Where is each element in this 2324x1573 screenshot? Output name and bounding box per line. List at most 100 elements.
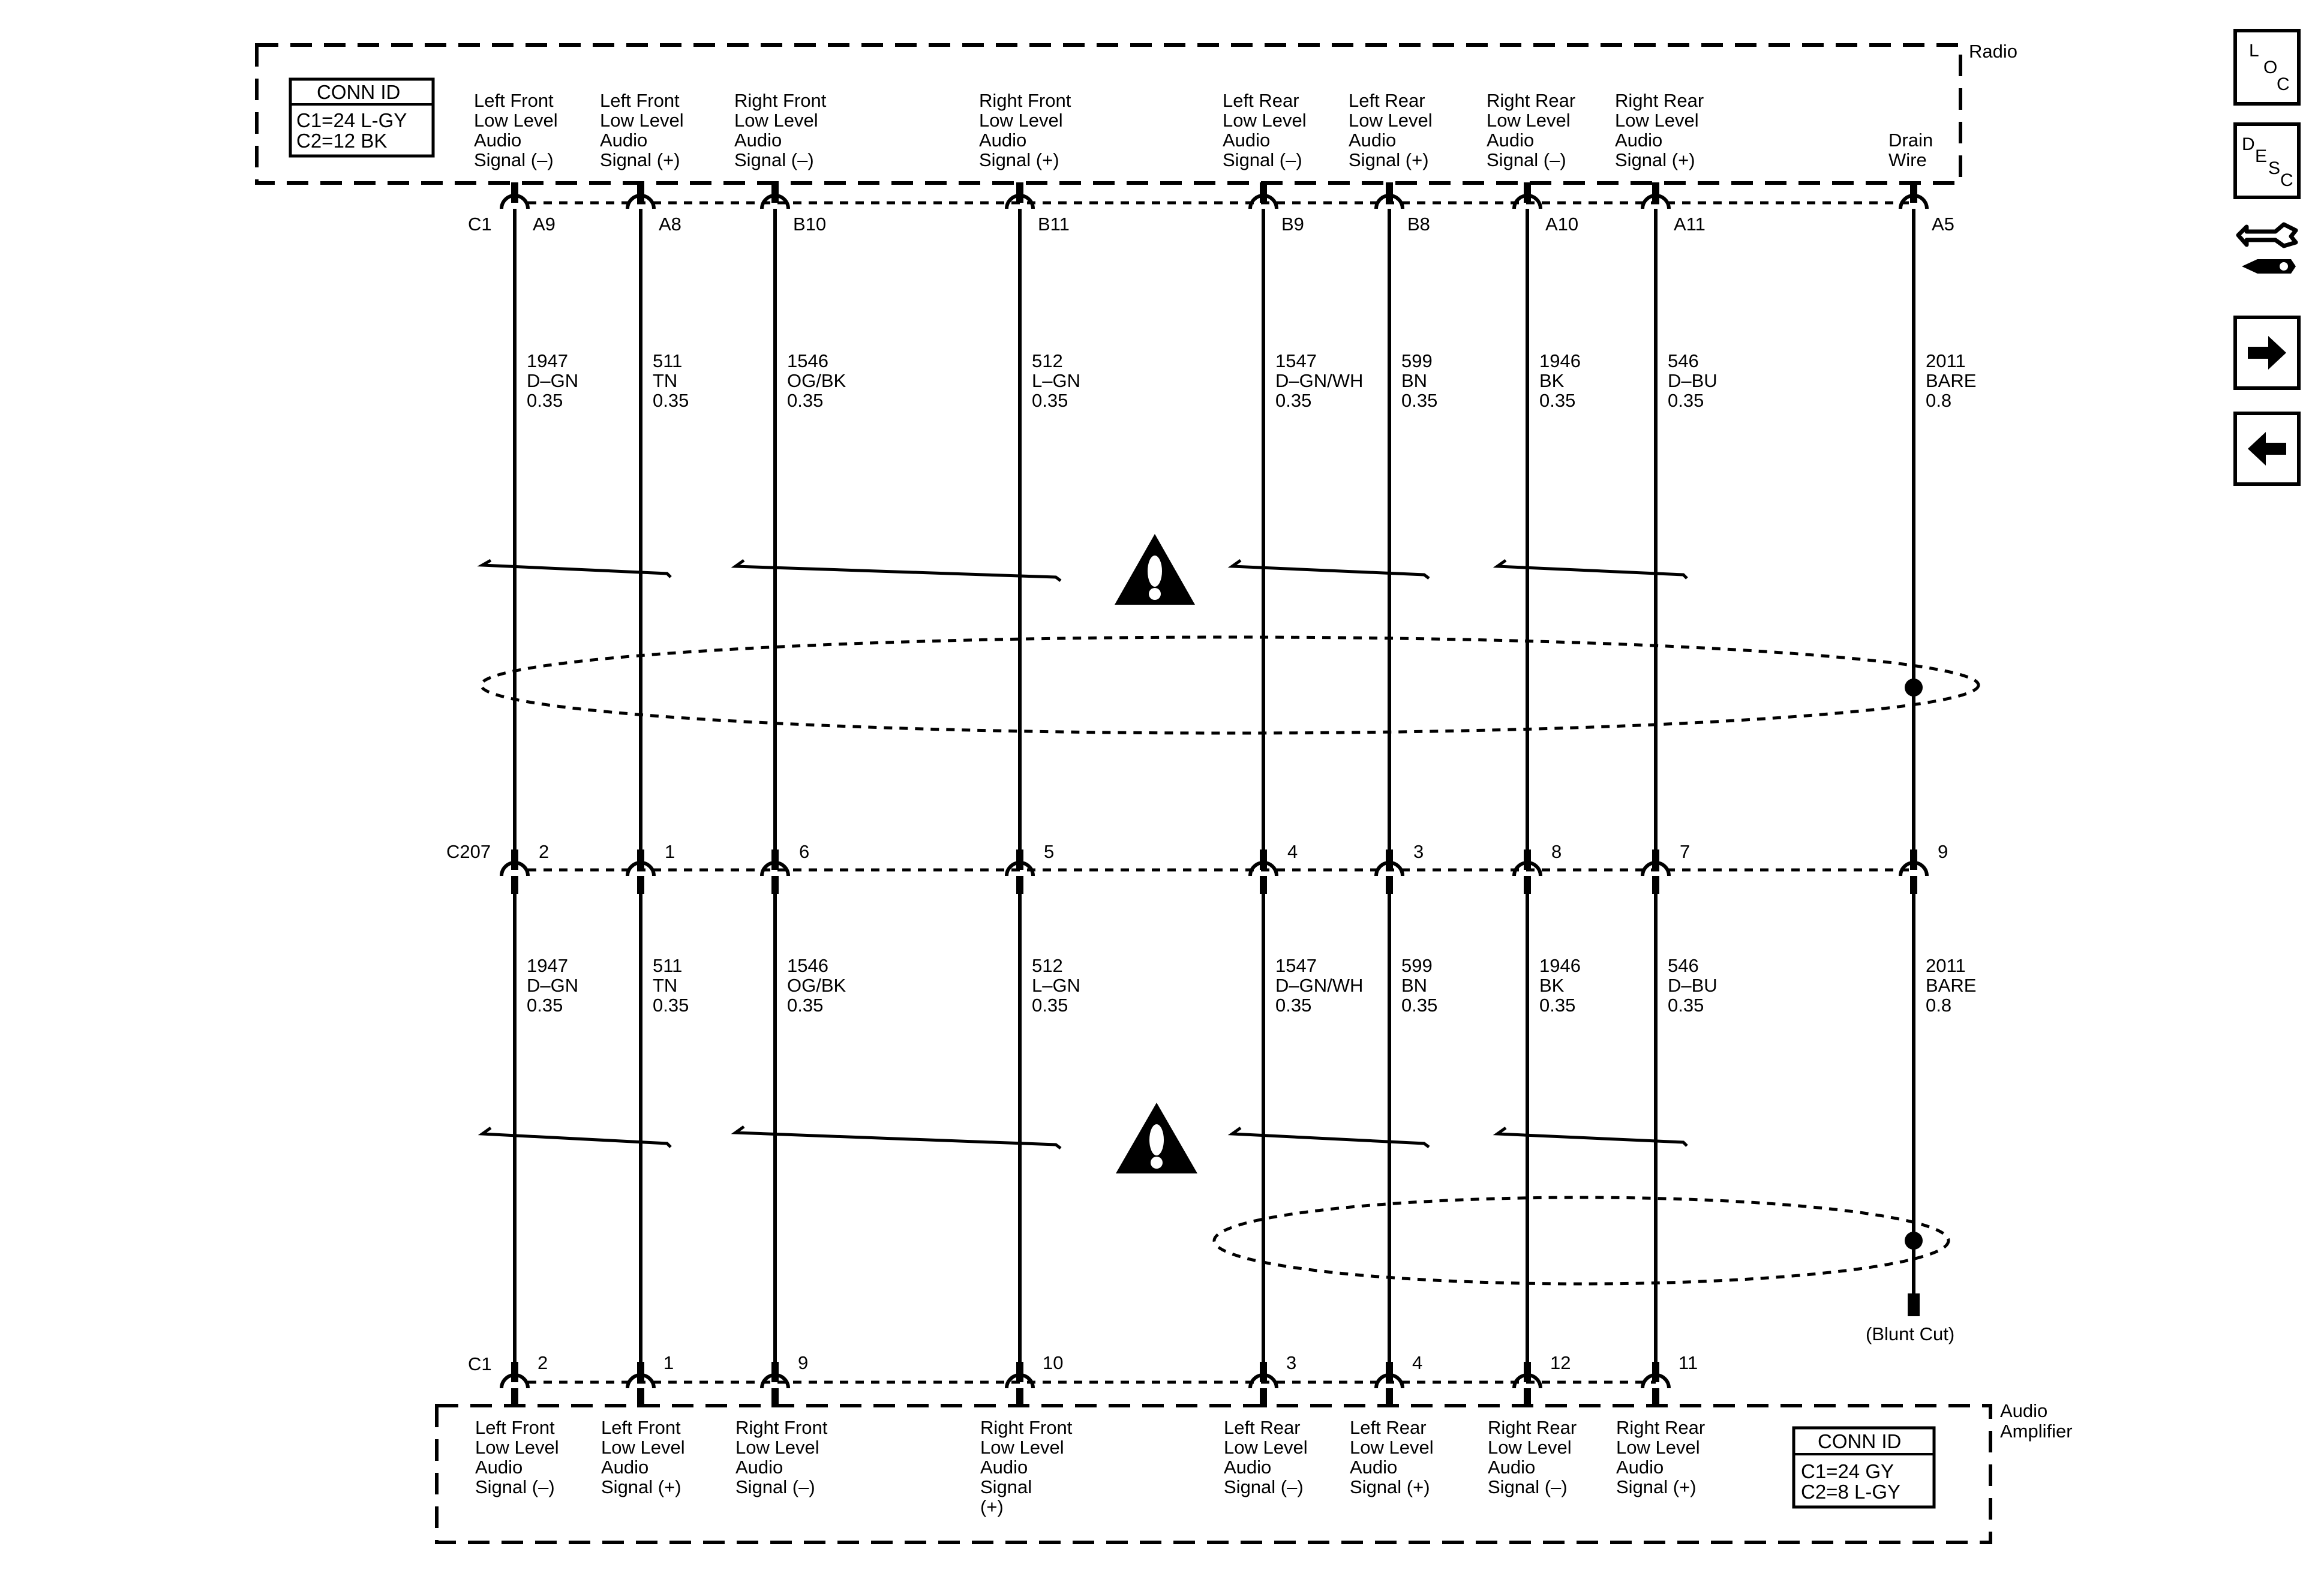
radio-title: Radio — [1969, 41, 2017, 62]
next-button[interactable] — [2233, 316, 2301, 390]
c207-stub — [771, 876, 779, 894]
wire-gauge: 0.35 — [1668, 390, 1704, 411]
amplifier-func-label: Audio — [475, 1457, 523, 1478]
wire-gauge: 0.35 — [527, 995, 563, 1016]
c207-stub — [1910, 876, 1917, 894]
radio-func-label: Signal (–) — [1487, 149, 1566, 170]
radio-func-label: Audio — [1223, 130, 1270, 151]
loc-letter-c: C — [2277, 74, 2290, 94]
wire-gauge: 0.35 — [653, 995, 689, 1016]
amplifier-terminal-pin — [1260, 1362, 1267, 1382]
wire-circuit-number: 599 — [1401, 955, 1433, 976]
radio-conn-id-heading: CONN ID — [317, 81, 400, 103]
radio-func-label: Low Level — [1487, 110, 1571, 131]
wire-circuit-number: 2011 — [1926, 350, 1966, 371]
amplifier-terminal-pin — [1524, 1362, 1531, 1382]
radio-func-label: Low Level — [979, 110, 1063, 131]
c207-terminal-pin — [1386, 849, 1393, 870]
amplifier-func-label: Left Front — [475, 1417, 555, 1438]
amplifier-pin-label: 1 — [663, 1352, 674, 1373]
amplifier-func-label: Low Level — [1350, 1437, 1434, 1458]
radio-func-label: Right Rear — [1487, 90, 1575, 111]
wire-gauge: 0.35 — [1401, 390, 1437, 411]
amplifier-func-label: Signal (–) — [1488, 1476, 1568, 1497]
radio-conn-id-line-1: C1=24 L-GY — [296, 109, 407, 131]
amplifier-terminal-pin — [771, 1362, 779, 1382]
c207-terminal-pin — [511, 849, 518, 870]
wire-gauge: 0.35 — [1275, 390, 1311, 411]
wire-color: D–BU — [1668, 370, 1718, 391]
amplifier-func-label: Audio — [1224, 1457, 1271, 1478]
c207-terminal-pin — [1652, 849, 1659, 870]
shield-ellipse-upper — [479, 635, 1980, 735]
arrow-right-icon — [2248, 336, 2286, 370]
amplifier-func-label: Left Rear — [1350, 1417, 1427, 1438]
wire-circuit-number: 2011 — [1926, 955, 1966, 976]
radio-func-label: Signal (+) — [1349, 149, 1429, 170]
amplifier-conn-id-line-2: C2=8 L-GY — [1801, 1481, 1900, 1503]
c207-pin-label: 5 — [1044, 841, 1054, 862]
amplifier-box — [435, 1404, 1992, 1544]
amplifier-func-label: Left Rear — [1224, 1417, 1301, 1438]
radio-func-label: Audio — [1615, 130, 1662, 151]
radio-terminal-pin — [1260, 182, 1267, 203]
desc-button[interactable]: D E S C — [2233, 122, 2301, 199]
radio-terminal-pin — [1524, 182, 1531, 203]
radio-func-label: Right Rear — [1615, 90, 1704, 111]
wire-gauge: 0.35 — [1032, 995, 1068, 1016]
prev-button[interactable] — [2233, 412, 2301, 486]
radio-func-label: Audio — [1349, 130, 1396, 151]
amplifier-func-label: Signal — [980, 1476, 1032, 1497]
wire-circuit-number: 546 — [1668, 350, 1699, 371]
radio-func-label: Signal (–) — [474, 149, 554, 170]
c207-terminal-pin — [1016, 849, 1023, 870]
amplifier-terminal-pin — [1016, 1362, 1023, 1382]
radio-func-label: Signal (+) — [600, 149, 680, 170]
amplifier-stub — [771, 1388, 779, 1407]
amplifier-func-label: Audio — [601, 1457, 648, 1478]
wire-gauge: 0.35 — [1539, 995, 1575, 1016]
radio-func-label: Audio — [474, 130, 521, 151]
wire-circuit-number: 1947 — [527, 955, 568, 976]
amplifier-func-label: Right Front — [980, 1417, 1073, 1438]
amplifier-terminal-pin — [511, 1362, 518, 1382]
radio-func-label: Signal (+) — [979, 149, 1059, 170]
radio-pin-label: B9 — [1281, 214, 1304, 235]
warning-icon — [1115, 534, 1195, 605]
amplifier-stub — [1386, 1388, 1393, 1407]
amplifier-func-label: Signal (+) — [601, 1476, 681, 1497]
wire-color: BARE — [1926, 975, 1976, 996]
c207-stub — [1386, 876, 1393, 894]
c207-terminal-pin — [1910, 849, 1917, 870]
wire-circuit-number: 546 — [1668, 955, 1699, 976]
loc-button[interactable]: L O C — [2233, 29, 2301, 106]
wrench-hand-icon[interactable] — [2233, 216, 2301, 288]
wire-color: BN — [1401, 370, 1427, 391]
amplifier-func-label: Audio — [735, 1457, 783, 1478]
radio-func-label: Left Front — [600, 90, 680, 111]
wire-color: BN — [1401, 975, 1427, 996]
wire-gauge: 0.35 — [1275, 995, 1311, 1016]
wire-color: TN — [653, 370, 677, 391]
amplifier-func-label: Low Level — [601, 1437, 685, 1458]
radio-func-label: Left Rear — [1223, 90, 1299, 111]
c207-terminal-pin — [771, 849, 779, 870]
c207-stub — [1652, 876, 1659, 894]
radio-terminal-pin — [1652, 182, 1659, 203]
radio-terminal-pin — [637, 182, 644, 203]
amplifier-func-label: Low Level — [980, 1437, 1064, 1458]
loc-letter-o: O — [2263, 58, 2277, 77]
wire-gauge: 0.8 — [1926, 390, 1951, 411]
amplifier-func-label: Signal (–) — [735, 1476, 815, 1497]
radio-func-label: Right Front — [979, 90, 1071, 111]
amplifier-connector-label: C1 — [468, 1353, 492, 1374]
c207-pin-label: 1 — [665, 841, 675, 862]
amplifier-title-2: Amplifier — [2000, 1421, 2073, 1442]
amplifier-terminal-pin — [1652, 1362, 1659, 1382]
amplifier-stub — [1524, 1388, 1531, 1407]
c207-stub — [511, 876, 518, 894]
radio-func-label: Low Level — [1349, 110, 1433, 131]
c207-pin-label: 9 — [1938, 841, 1948, 862]
amplifier-func-label: (+) — [980, 1496, 1004, 1517]
amplifier-func-label: Audio — [1350, 1457, 1397, 1478]
